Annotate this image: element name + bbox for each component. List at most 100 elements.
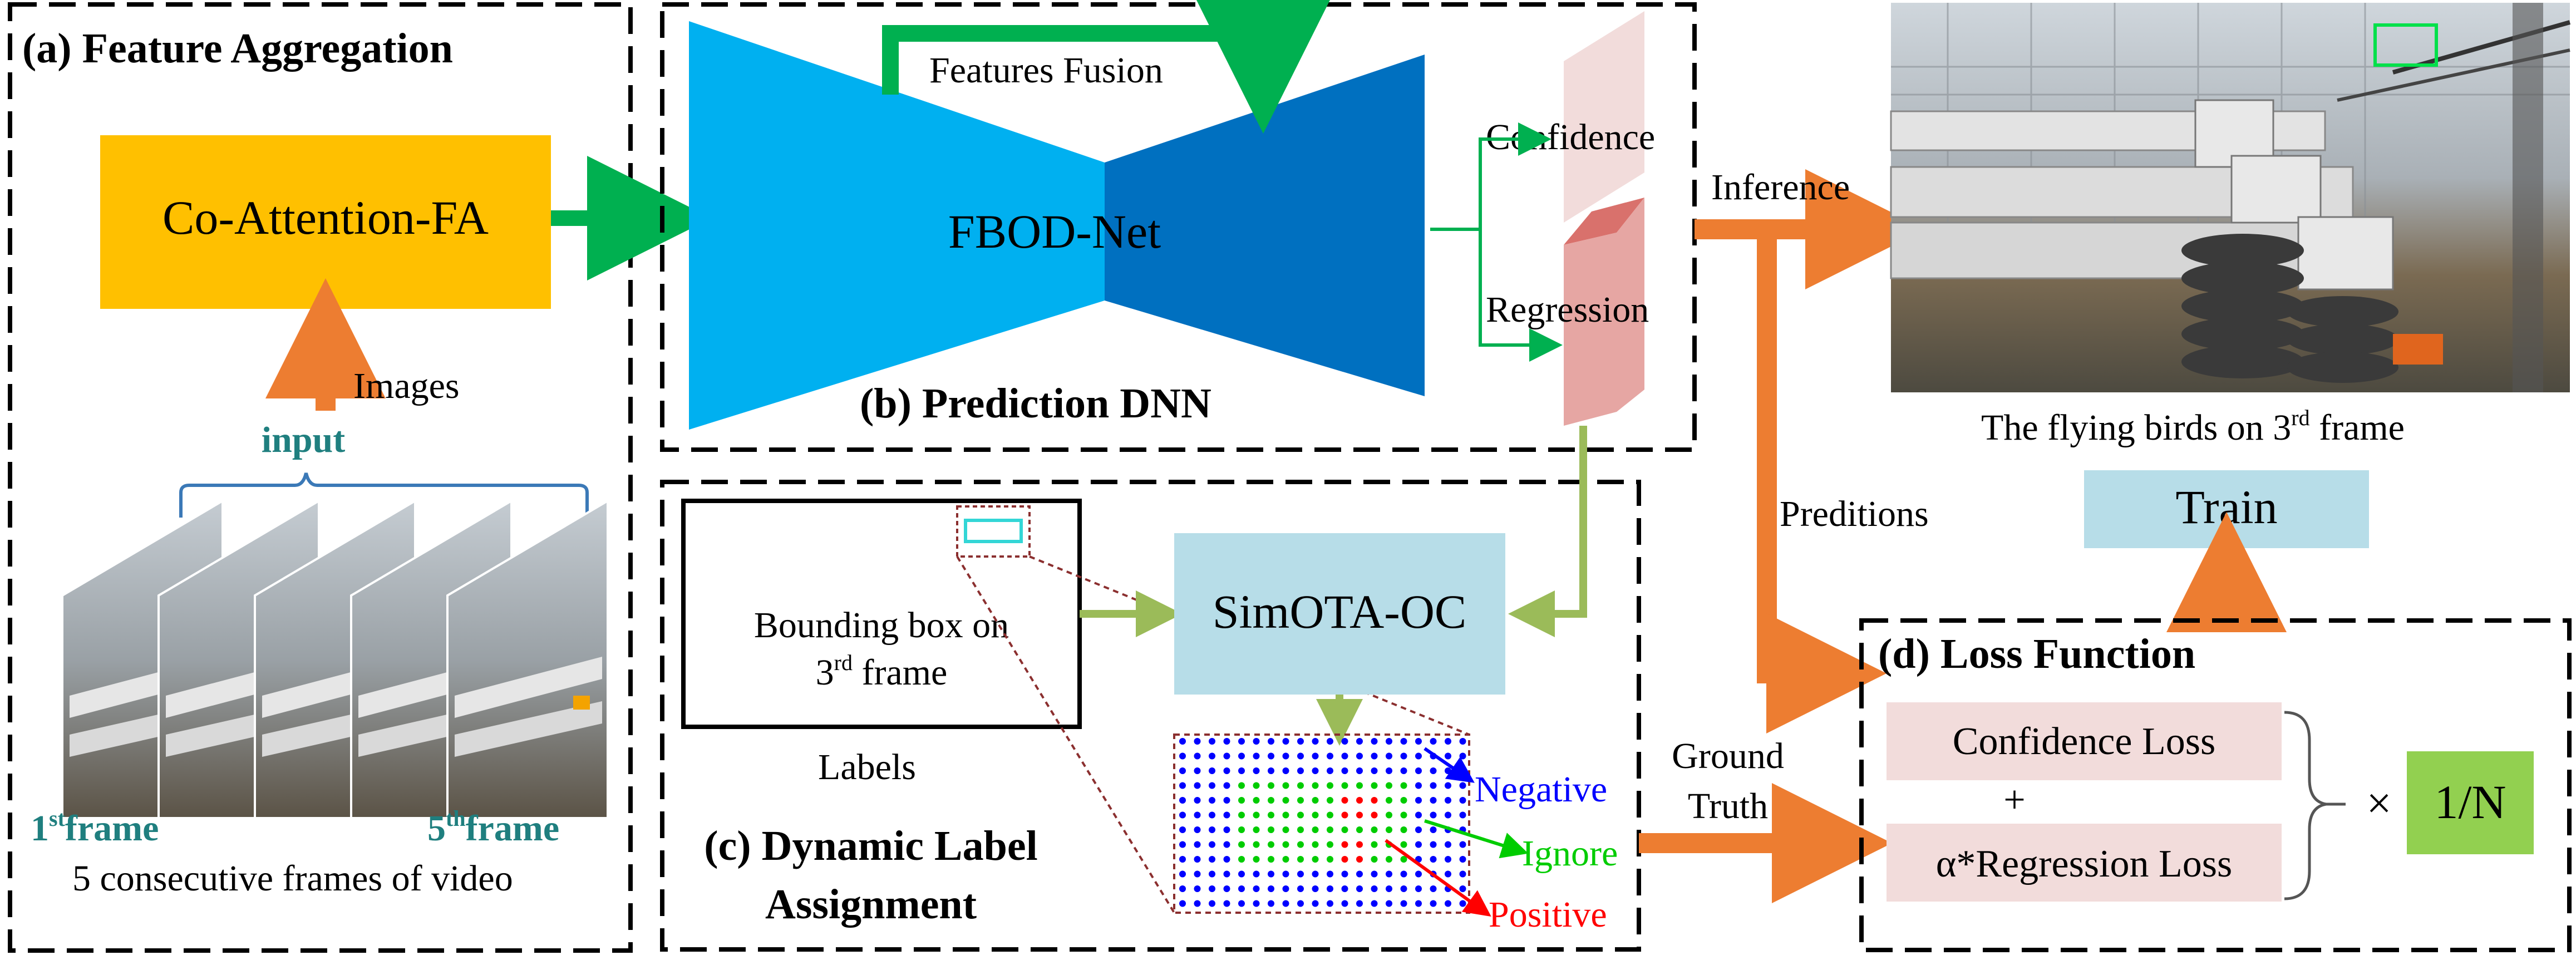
- grid-dot: [1415, 841, 1422, 848]
- grid-dot: [1445, 856, 1451, 863]
- grid-dot: [1341, 870, 1348, 878]
- grid-dot: [1194, 885, 1201, 892]
- grid-dot: [1179, 797, 1186, 804]
- grid-dot: [1327, 826, 1333, 833]
- grid-dot: [1223, 797, 1230, 804]
- grid-dot: [1238, 870, 1245, 878]
- grid-dot: [1194, 797, 1201, 804]
- grid-dot: [1400, 870, 1407, 878]
- grid-dot: [1238, 900, 1245, 907]
- grid-dot: [1356, 797, 1363, 804]
- grid-dot: [1341, 752, 1348, 760]
- grid-dot: [1356, 870, 1363, 878]
- grid-dot: [1179, 767, 1186, 774]
- grid-dot: [1400, 752, 1407, 760]
- grid-dot: [1371, 797, 1378, 804]
- grid-dot: [1179, 738, 1186, 745]
- grid-dot: [1194, 841, 1201, 848]
- grid-dot: [1356, 767, 1363, 774]
- grid-dot: [1238, 856, 1245, 863]
- grid-dot: [1371, 752, 1378, 760]
- grid-dot: [1415, 782, 1422, 789]
- grid-dot: [1312, 856, 1319, 863]
- grid-dot: [1430, 738, 1437, 745]
- grid-dot: [1253, 856, 1260, 863]
- grid-dot: [1386, 797, 1392, 804]
- grid-dot: [1312, 752, 1319, 760]
- grid-dot: [1209, 782, 1215, 789]
- grid-dot: [1194, 900, 1201, 907]
- grid-dot: [1179, 782, 1186, 789]
- grid-dot: [1268, 870, 1274, 878]
- grid-dot: [1430, 856, 1437, 863]
- panel-b-title: (b) Prediction DNN: [860, 380, 1211, 427]
- grid-dot: [1282, 900, 1289, 907]
- video-frame-5: [446, 499, 609, 819]
- grid-dot: [1194, 752, 1201, 760]
- grid-dot: [1459, 885, 1466, 892]
- grid-dot: [1356, 841, 1363, 848]
- negative-arrow: [1424, 747, 1475, 783]
- label-grid: [1179, 738, 1466, 907]
- input-brace: [179, 472, 589, 518]
- grid-dot: [1312, 841, 1319, 848]
- panel-c-title-line2: Assignment: [765, 881, 977, 928]
- grid-dot: [1238, 767, 1245, 774]
- features-fusion-arrow: [882, 0, 1330, 134]
- positive-label: Positive: [1489, 894, 1607, 935]
- grid-dot: [1253, 885, 1260, 892]
- negative-label: Negative: [1475, 769, 1607, 810]
- grid-dot: [1282, 870, 1289, 878]
- grid-dot: [1430, 826, 1437, 833]
- confidence-loss-box: [1887, 702, 2282, 780]
- bbox-label-line1: Bounding box on: [754, 605, 1009, 646]
- grid-dot: [1327, 752, 1333, 760]
- grid-dot: [1312, 782, 1319, 789]
- grid-dot: [1209, 870, 1215, 878]
- grid-dot: [1268, 856, 1274, 863]
- grid-dot: [1341, 856, 1348, 863]
- grid-dot: [1371, 870, 1378, 878]
- grid-dot: [1312, 797, 1319, 804]
- grid-dot: [1312, 826, 1319, 833]
- grid-dot: [1282, 856, 1289, 863]
- grid-dot: [1282, 826, 1289, 833]
- label-grid-frame: [1173, 733, 1470, 914]
- grid-dot: [1445, 841, 1451, 848]
- grid-dot: [1209, 885, 1215, 892]
- grid-dot: [1223, 767, 1230, 774]
- grid-dot: [1297, 811, 1304, 819]
- grid-dot: [1356, 900, 1363, 907]
- head-split-line: [1430, 122, 1551, 231]
- grid-dot: [1445, 797, 1451, 804]
- ignore-arrow: [1424, 819, 1529, 859]
- grid-dot: [1282, 841, 1289, 848]
- grid-dot: [1312, 811, 1319, 819]
- grid-dot: [1238, 811, 1245, 819]
- grid-dot: [1415, 811, 1422, 819]
- grid-dot: [1194, 782, 1201, 789]
- grid-dot: [1459, 738, 1466, 745]
- panel-a-title: (a) Feature Aggregation: [22, 25, 453, 72]
- grid-dot: [1312, 767, 1319, 774]
- grid-dot: [1356, 885, 1363, 892]
- grid-dot: [1238, 797, 1245, 804]
- grid-dot: [1312, 885, 1319, 892]
- grid-dot: [1297, 752, 1304, 760]
- grid-dot: [1194, 856, 1201, 863]
- ignore-label: Ignore: [1522, 833, 1618, 874]
- grid-dot: [1327, 870, 1333, 878]
- grid-dot: [1459, 811, 1466, 819]
- grid-dot: [1282, 797, 1289, 804]
- grid-dot: [1179, 900, 1186, 907]
- fifth-frame-label: 5thframe: [427, 806, 559, 849]
- grid-dot: [1371, 900, 1378, 907]
- features-fusion-label: Features Fusion: [929, 50, 1163, 91]
- grid-dot: [1238, 782, 1245, 789]
- grid-dot: [1445, 870, 1451, 878]
- input-label: input: [262, 420, 345, 460]
- regression-to-simota-arrow: [1508, 426, 1587, 637]
- grid-dot: [1400, 900, 1407, 907]
- grid-dot: [1253, 797, 1260, 804]
- one-over-n-label: 1/N: [2435, 775, 2506, 829]
